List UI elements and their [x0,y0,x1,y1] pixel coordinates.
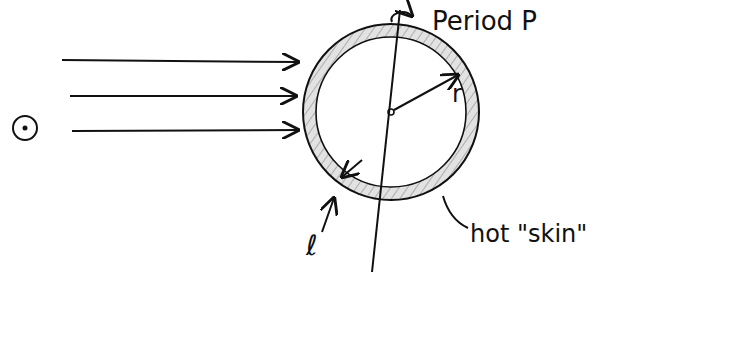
planet-inner-boundary [316,37,466,187]
period-label: Period P [432,8,537,34]
thickness-arrow-outer [322,198,334,232]
rotation-axis [372,10,400,272]
center-dot [388,109,394,115]
rotation-arrow [391,12,412,22]
skin-leader-line [443,196,468,228]
radius-arrow [394,75,458,110]
planet-outer-surface [303,24,479,200]
skin-label: hot "skin" [470,222,587,246]
thickness-label: ℓ [306,232,318,260]
hot-skin-shell [303,24,479,200]
thickness-arrow-inner [342,160,362,177]
radius-label: r [452,82,462,106]
sunlight-rays [62,60,298,131]
sun-symbol [13,116,37,140]
